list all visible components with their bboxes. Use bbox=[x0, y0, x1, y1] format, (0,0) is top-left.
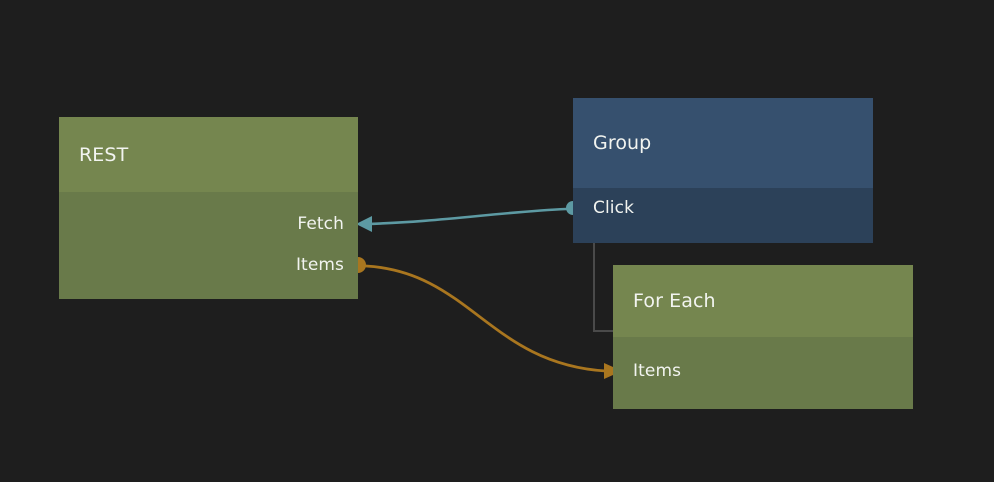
node-rest[interactable]: REST Fetch Items bbox=[59, 117, 358, 299]
node-for-each-body: Items bbox=[613, 337, 913, 409]
node-group-title: Group bbox=[593, 132, 652, 154]
port-rest-items[interactable]: Items bbox=[296, 254, 344, 276]
port-rest-fetch-label: Fetch bbox=[297, 214, 344, 234]
node-rest-header[interactable]: REST bbox=[59, 117, 358, 192]
edge-click-to-fetch-arrowhead bbox=[356, 216, 372, 232]
port-group-click-label: Click bbox=[593, 198, 635, 218]
node-group-body: Click bbox=[573, 188, 873, 243]
node-for-each-header[interactable]: For Each bbox=[613, 265, 913, 337]
node-group-header[interactable]: Group bbox=[573, 98, 873, 188]
node-rest-title: REST bbox=[79, 143, 129, 166]
node-group[interactable]: Group Click bbox=[573, 98, 873, 243]
port-group-click[interactable]: Click bbox=[593, 197, 634, 219]
edge-click-to-fetch[interactable] bbox=[356, 201, 580, 232]
group-child-bracket bbox=[593, 243, 613, 332]
port-for-each-items-label: Items bbox=[633, 361, 682, 381]
edge-click-to-fetch-line bbox=[364, 207, 568, 226]
port-rest-fetch[interactable]: Fetch bbox=[297, 213, 344, 235]
edge-items-to-items[interactable] bbox=[350, 257, 622, 379]
node-rest-body: Fetch Items bbox=[59, 192, 358, 299]
edge-items-to-items-line bbox=[364, 264, 608, 373]
node-for-each-title: For Each bbox=[633, 290, 716, 312]
port-rest-items-label: Items bbox=[295, 255, 344, 275]
node-for-each[interactable]: For Each Items bbox=[613, 265, 913, 409]
port-for-each-items[interactable]: Items bbox=[633, 360, 681, 382]
